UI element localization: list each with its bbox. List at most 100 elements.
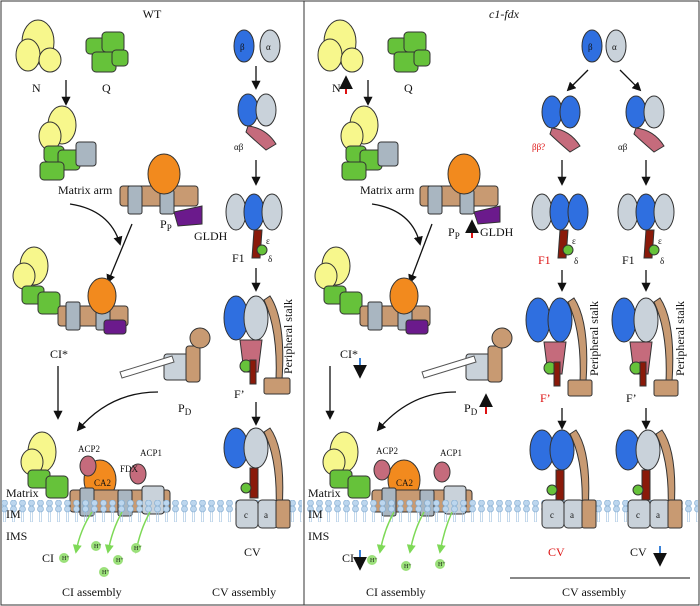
ci-label-mutant: CI (342, 551, 354, 565)
panel-title-mutant: c1-fdx (489, 7, 520, 21)
ci-star-label: CI* (50, 347, 68, 361)
f-prime-label: F’ (234, 387, 245, 401)
a-label: a (264, 510, 268, 520)
ci-star-label-mutant: CI* (340, 347, 358, 361)
proton-path-1 (72, 511, 93, 554)
peripheral-stalk-label: Peripheral stalk (281, 299, 295, 374)
pp-label-mutant: PP (448, 225, 460, 241)
n-module-mutant (317, 19, 364, 73)
ci-assembly-label-mutant: CI assembly (366, 585, 426, 599)
fdx-label: FDX (120, 464, 139, 474)
pp-label: PP (160, 217, 172, 233)
ims-label: IMS (6, 529, 27, 543)
delta-label: δ (268, 254, 272, 264)
c-label-bb: c (550, 510, 554, 520)
gldh-label-mutant: GLDH (480, 225, 514, 239)
matrix-arm (38, 105, 97, 181)
arrow-to-bb (566, 69, 589, 92)
beta-subunit (233, 29, 255, 63)
pd-subcomplex (119, 327, 211, 383)
c-label-ab: c (636, 510, 640, 520)
q-label: Q (102, 81, 111, 95)
bb-dimer (541, 95, 581, 153)
bb-label: ββ? (532, 142, 545, 152)
matrix-label: Matrix (6, 486, 39, 500)
cv-label-ab: CV (630, 545, 647, 559)
f1-domain-bb (531, 193, 589, 259)
proton-label-mutant-3: H⁺ (438, 562, 446, 568)
c-label: c (244, 510, 248, 520)
proton-label-mutant-1: H⁺ (370, 558, 378, 564)
q-module-mutant (387, 31, 431, 73)
arrow-to-ab (619, 69, 642, 92)
f1-label-ab: F1 (622, 253, 635, 267)
pd-label-mutant: PD (464, 401, 478, 417)
f-prime-bb (525, 297, 593, 397)
proton-label-3: H⁺ (116, 558, 124, 564)
matrix-label-mutant: Matrix (308, 486, 341, 500)
cv-label-bb: CV (548, 545, 565, 559)
a-label-bb: a (570, 510, 574, 520)
ci-assembly-label: CI assembly (62, 585, 122, 599)
ims-label-mutant: IMS (308, 529, 329, 543)
ci-label: CI (42, 551, 54, 565)
alpha-label-mutant: α (612, 42, 617, 52)
panel-wt: WT N Q Matrix arm (2, 7, 302, 599)
acp1-label: ACP1 (140, 448, 162, 458)
n-label: N (32, 81, 41, 95)
pd-label: PD (178, 401, 192, 417)
arrow-pp-to-ci (106, 223, 133, 284)
cv-label: CV (244, 545, 261, 559)
panel-title-wt: WT (143, 7, 162, 21)
alpha-label: α (266, 42, 271, 52)
q-label-mutant: Q (404, 81, 413, 95)
cv-complex-bb (529, 429, 597, 529)
beta-label-mutant: β (588, 42, 593, 52)
delta-label-ab: δ (660, 256, 664, 266)
protons-mutant (367, 555, 445, 571)
n-label-mutant: N (332, 81, 341, 95)
ab-label: αβ (234, 142, 244, 152)
proton-path-mutant-2 (406, 511, 425, 554)
ci-star-complex (12, 246, 129, 335)
alpha-subunit (259, 29, 281, 63)
matrix-arm-label-mutant: Matrix arm (360, 183, 415, 197)
proton-path-mutant-3 (436, 511, 453, 554)
f1-label: F1 (232, 251, 245, 265)
cv-complex-ab (615, 429, 683, 529)
proton-label-1: H⁺ (62, 556, 70, 562)
ab-dimer (237, 93, 277, 151)
matrix-arm-label: Matrix arm (58, 183, 113, 197)
ca2-label-mutant: CA2 (396, 478, 413, 488)
arrow-pd-to-ci-mutant (376, 391, 457, 432)
alpha-subunit-mutant (605, 29, 627, 63)
proton-label-2: H⁺ (94, 544, 102, 550)
f1-domain-ab (617, 193, 675, 259)
proton-label-5: H⁺ (102, 570, 110, 576)
f-prime-label-ab: F’ (626, 391, 637, 405)
ab-dimer-mutant (625, 95, 665, 153)
f1-domain (225, 193, 283, 259)
matrix-arm-mutant (340, 105, 399, 181)
f-prime-complex (223, 295, 291, 395)
acp2-label-mutant: ACP2 (376, 446, 398, 456)
cv-assembly-label: CV assembly (212, 585, 276, 599)
mature-ci (20, 431, 171, 517)
pp-subcomplex-mutant (419, 153, 501, 225)
arrow-matrix-arm-to-ci-mutant (371, 203, 423, 246)
ci-star-complex-mutant (314, 246, 431, 335)
ab-label-mutant: αβ (618, 142, 628, 152)
protons-wt (59, 541, 141, 577)
gldh-shape (173, 205, 203, 227)
arrow-pd-to-ci (76, 391, 159, 432)
arrow-pp-to-ci-mutant (408, 223, 433, 284)
gldh-label: GLDH (194, 229, 228, 243)
peripheral-stalk-label-ab: Peripheral stalk (673, 301, 687, 376)
peripheral-stalk-label-bb: Peripheral stalk (587, 301, 601, 376)
panel-mutant: c1-fdx N Q Matrix arm (305, 7, 698, 599)
acp2-label: ACP2 (78, 444, 100, 454)
proton-path-mutant-1 (376, 511, 395, 554)
n-module (15, 19, 62, 73)
